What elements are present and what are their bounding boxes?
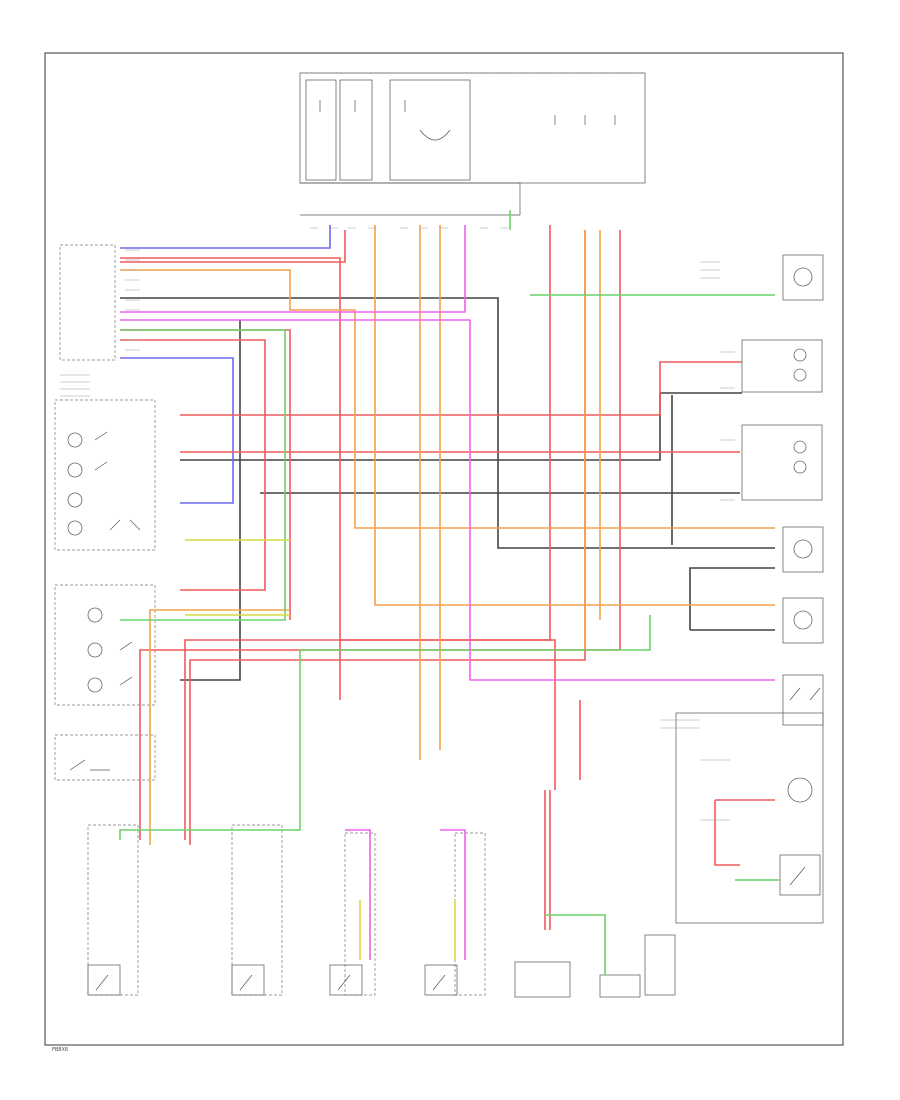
diagram-frame: [44, 52, 844, 1046]
light-switch: [54, 399, 156, 551]
wire-blue: [120, 225, 331, 504]
wires-green: [119, 210, 780, 975]
wires-orange: [120, 225, 775, 845]
wire-label-ticks: [60, 227, 735, 821]
wires-magenta: [120, 225, 775, 960]
footer-code: FB8X6: [52, 1047, 68, 1053]
left-connector: [59, 244, 116, 361]
fuse-panel: [299, 72, 646, 216]
bottom-components: [87, 824, 676, 998]
wires-black: [120, 297, 775, 681]
dimmer-switch: [54, 584, 156, 706]
wires-yellow: [185, 539, 456, 960]
rear-door-switch: [54, 734, 156, 781]
right-lamps: [675, 254, 824, 924]
